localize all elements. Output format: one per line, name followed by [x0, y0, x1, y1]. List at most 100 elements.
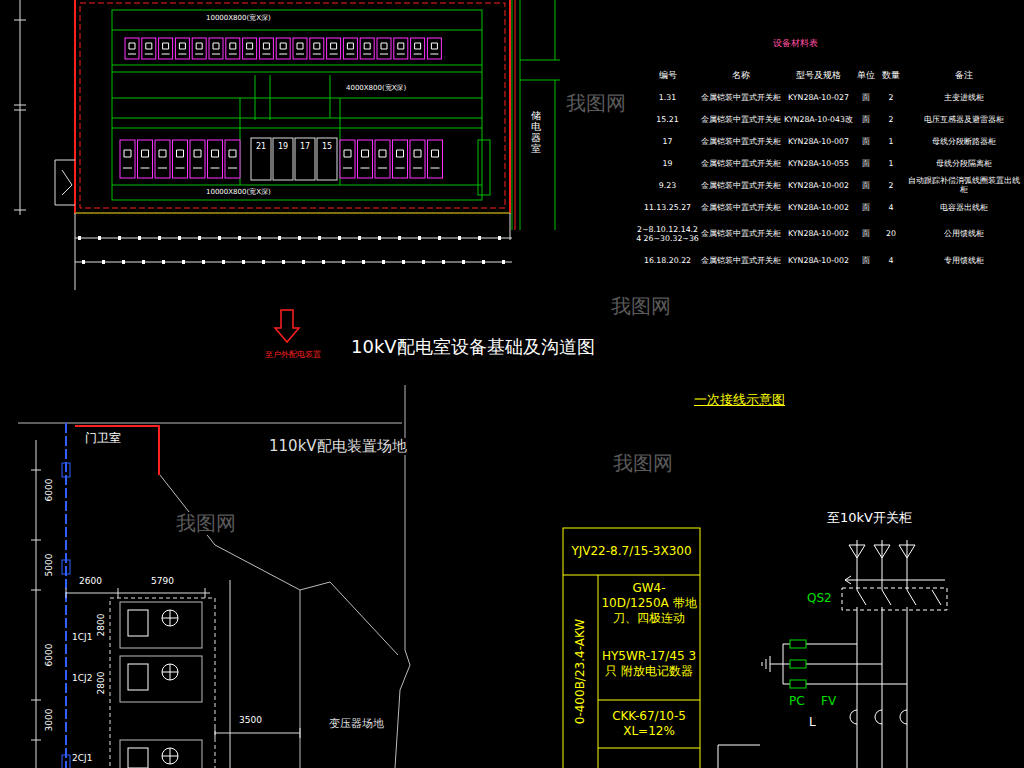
- switchgear-cabinet: [208, 140, 223, 178]
- switchgear-cabinet: [259, 38, 273, 59]
- cabinet-mark: [162, 43, 170, 54]
- transformer-symbol: [162, 748, 178, 764]
- bus-wire: [718, 745, 760, 768]
- side-room-wall: [515, 0, 516, 230]
- table-cell: 2: [878, 110, 904, 130]
- table-cell: 金属铠装中置式开关柜: [701, 176, 781, 196]
- table-cell: 单位: [856, 66, 876, 86]
- grid-tick: [142, 260, 145, 264]
- table-text: 专用馈线柜: [944, 257, 984, 266]
- cabinet-mark: [361, 150, 370, 168]
- grid-tick: [138, 236, 141, 240]
- table-text: 面: [862, 204, 870, 213]
- single-line-schematic: [718, 540, 947, 768]
- cell-text: CKK-67/10-5 XL=12%: [600, 709, 698, 739]
- table-cell: 门卫室: [75, 425, 160, 475]
- switchgear-cabinet: [175, 38, 189, 59]
- grid-tick: [378, 236, 381, 240]
- switchgear-cabinet: [225, 140, 240, 178]
- grid-tick: [158, 236, 161, 240]
- switchgear-cabinet: [394, 38, 408, 59]
- grid-tick: [482, 260, 485, 264]
- switchgear-cabinet: [125, 38, 139, 59]
- table-text: 4: [889, 204, 894, 213]
- table-cell: 19: [636, 154, 699, 174]
- cell-text: 0-400B/23.4-AKW: [573, 619, 588, 724]
- dimension-line: [75, 213, 510, 214]
- grid-tick: [342, 260, 345, 264]
- cell-text: GW4-10D/1250A 带地刀、四极连动: [600, 581, 698, 626]
- drawing-label: FV: [820, 695, 837, 709]
- table-text: 金属铠装中置式开关柜: [701, 230, 781, 239]
- table-text: 公用馈线柜: [944, 230, 984, 239]
- terminal-symbol: [874, 545, 890, 558]
- cabinet-outline: [295, 138, 315, 180]
- table-cell: 电压互感器及避雷器柜: [906, 110, 1021, 130]
- table-cell: KYN28A-10-002: [783, 176, 854, 196]
- switchgear-cabinet: [375, 140, 390, 178]
- table-cell: 电容器出线柜: [906, 198, 1021, 218]
- transformer-symbol: [162, 748, 178, 764]
- table-text: 15.21: [656, 116, 678, 125]
- grid-tick: [178, 236, 181, 240]
- table-cell: 面: [856, 220, 876, 249]
- drawing-label: 储电器室: [530, 110, 542, 154]
- table-cell: 4: [878, 198, 904, 218]
- table-cell: 面: [856, 154, 876, 174]
- cell-text: HY5WR-17/45 3只 附放电记数器: [600, 649, 698, 679]
- grid-tick: [182, 260, 185, 264]
- table-cell: 面: [856, 110, 876, 130]
- switchgear-cabinet: [243, 38, 257, 59]
- drawing-label: 3500: [238, 715, 263, 725]
- drawing-label: QS2: [806, 592, 833, 606]
- cell-text: 门卫室: [85, 431, 121, 446]
- cabinet-mark: [193, 150, 202, 168]
- drawing-label: 17: [299, 142, 311, 151]
- table-cell: 面: [856, 88, 876, 108]
- table-text: 面: [862, 116, 870, 125]
- phase-wire: [857, 540, 907, 768]
- table-text: 11.13.25.27: [644, 204, 691, 213]
- table-text: 2: [889, 182, 894, 191]
- table-text: KYN28A-10-002: [788, 204, 849, 213]
- table-text: 编号: [659, 71, 677, 81]
- table-border: [563, 528, 700, 768]
- dimension-line: [31, 440, 41, 768]
- table-cell: KYN28A-10-043改: [783, 110, 854, 130]
- drawing-label: 2600: [78, 576, 103, 586]
- grid-tick: [78, 236, 81, 240]
- table-cell: 2: [878, 176, 904, 196]
- drawing-label: 变压器场地: [328, 718, 385, 731]
- drawing-label: 21: [255, 142, 267, 151]
- switchgear-cabinet: [360, 38, 374, 59]
- cabinet-mark: [346, 43, 354, 54]
- table-cell: 型号及规格: [783, 66, 854, 86]
- table-text: 名称: [732, 71, 750, 81]
- table-text: 电压互感器及避雷器柜: [924, 116, 1004, 125]
- disconnector-blade: [857, 590, 941, 605]
- grid-tick: [418, 236, 421, 240]
- grid-tick: [462, 260, 465, 264]
- table-cell: 9.23: [636, 176, 699, 196]
- disconnector-box: [842, 588, 947, 610]
- watermark: 我图网: [565, 92, 627, 115]
- cabinet-outline: [251, 138, 271, 180]
- table-cell: KYN28A-10-002: [783, 220, 854, 249]
- table-cell: 金属铠装中置式开关柜: [701, 110, 781, 130]
- transformer-body: [128, 610, 148, 636]
- one-line-table: [563, 528, 700, 768]
- table-cell: 金属铠装中置式开关柜: [701, 132, 781, 152]
- table-text: 1.31: [659, 94, 676, 103]
- table-text: 备注: [955, 71, 973, 81]
- drawing-label: 1CJ2: [71, 673, 93, 683]
- mechanical-link: [845, 576, 945, 584]
- grid-tick: [358, 236, 361, 240]
- table-text: 20: [886, 230, 896, 239]
- grid-tick: [118, 236, 121, 240]
- table-text: 金属铠装中置式开关柜: [701, 94, 781, 103]
- grid-tick: [438, 236, 441, 240]
- drawing-label: 6000: [44, 478, 54, 503]
- dimension-line: [14, 0, 26, 215]
